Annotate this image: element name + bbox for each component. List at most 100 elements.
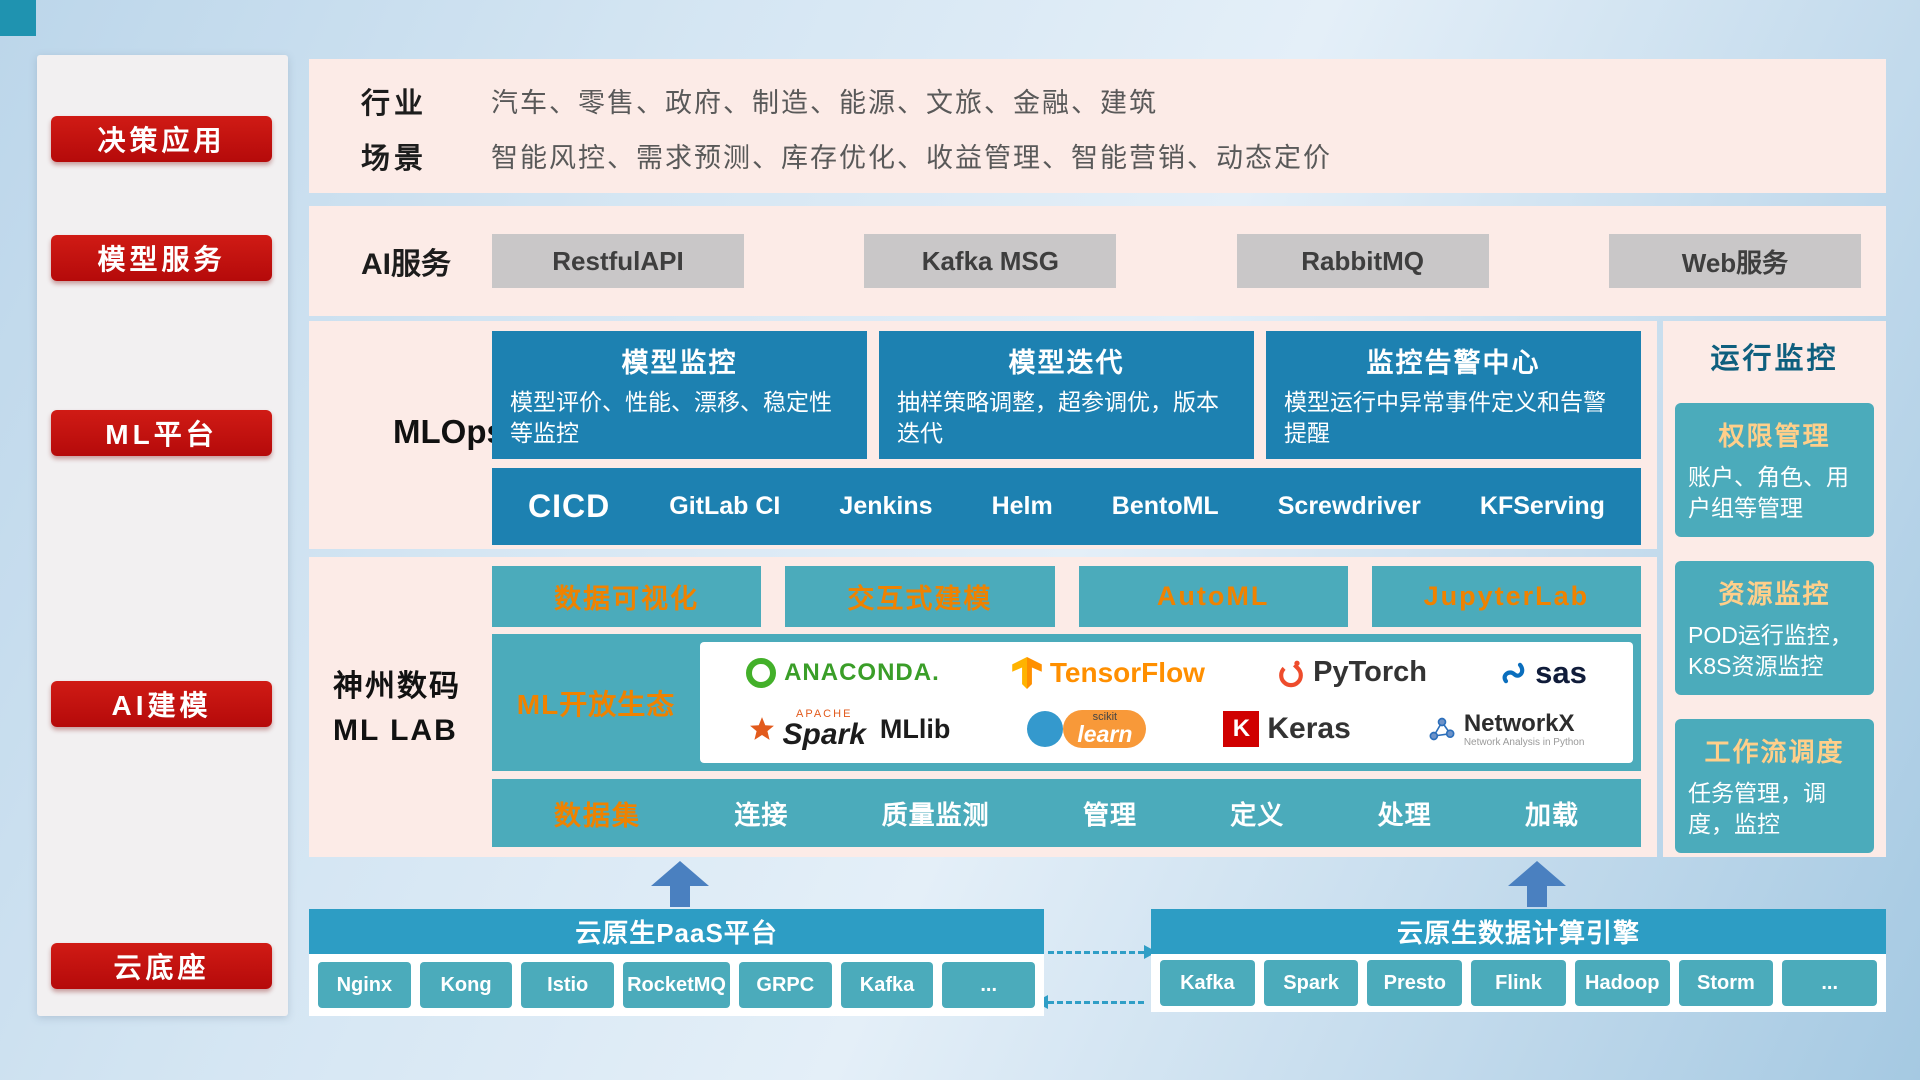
permission-management-title: 权限管理 (1718, 421, 1831, 451)
scenario-content: 智能风控、需求预测、库存优化、收益管理、智能营销、动态定价 (491, 143, 1332, 173)
up-arrow-right (1508, 861, 1566, 907)
permission-management-card: 权限管理 账户、角色、用户组等管理 (1675, 403, 1874, 538)
mlops-label: MLOps (393, 413, 505, 450)
keras-text: Keras (1267, 712, 1351, 746)
keras-icon: K (1223, 711, 1260, 748)
spark-icon (749, 717, 774, 741)
anaconda-text: ANACONDA. (784, 658, 940, 686)
pytorch-logo: PyTorch (1277, 656, 1427, 689)
sas-icon (1502, 662, 1525, 683)
cicd-label: CICD (528, 488, 611, 524)
industry-content: 汽车、零售、政府、制造、能源、文旅、金融、建筑 (491, 88, 1158, 118)
scenario-line: 场景 智能风控、需求预测、库存优化、收益管理、智能营销、动态定价 (361, 135, 1886, 177)
mlops-panel: MLOps 模型监控 模型评价、性能、漂移、稳定性等监控 模型迭代 抽样策略调整… (309, 321, 1657, 549)
logo-row-1: ANACONDA. TensorFlow PyTorch sas (710, 655, 1623, 691)
apache-text: APACHE (795, 708, 853, 721)
nginx-button: Nginx (318, 962, 411, 1008)
networkx-text-stack: NetworkX Network Analysis in Python (1463, 709, 1585, 748)
networkx-logo: NetworkX Network Analysis in Python (1428, 709, 1585, 748)
dashed-arrow-left (1035, 995, 1144, 1009)
sidebar-item-ai-modeling: AI建模 (51, 681, 272, 727)
kong-button: Kong (419, 962, 513, 1008)
pytorch-text: PyTorch (1313, 656, 1427, 689)
scikit-blob: scikit learn (1063, 710, 1147, 749)
model-monitoring-title: 模型监控 (621, 348, 738, 378)
data-visualization-button: 数据可视化 (492, 566, 762, 627)
model-monitoring-card: 模型监控 模型评价、性能、漂移、稳定性等监控 (492, 331, 867, 459)
industry-label: 行业 (361, 87, 428, 120)
alert-center-title: 监控告警中心 (1366, 348, 1541, 378)
engine-spark-button: Spark (1263, 960, 1359, 1006)
pytorch-icon (1279, 660, 1303, 687)
screwdriver-item: Screwdriver (1277, 492, 1421, 520)
kafka-msg-button: Kafka MSG (864, 234, 1117, 288)
dashed-arrow-right (1048, 945, 1157, 959)
anaconda-icon (746, 657, 777, 688)
kfserving-item: KFServing (1479, 492, 1605, 520)
scikit-small-text: scikit (1092, 711, 1118, 724)
sidebar-item-cloud-base: 云底座 (51, 943, 272, 989)
workflow-scheduling-desc: 任务管理，调度，监控 (1688, 780, 1826, 838)
dataset-bar: 数据集 连接 质量监测 管理 定义 处理 加载 (492, 779, 1641, 847)
rabbitmq-button: RabbitMQ (1236, 234, 1489, 288)
mllab-label-line2: ML LAB (333, 713, 458, 747)
rocketmq-button: RocketMQ (623, 962, 730, 1008)
dataset-quality: 质量监测 (881, 799, 990, 830)
tensorflow-text: TensorFlow (1049, 656, 1205, 688)
data-engine-header: 云原生数据计算引擎 (1151, 909, 1886, 954)
ai-service-label: AI服务 (361, 248, 451, 281)
alert-center-desc: 模型运行中异常事件定义和告警提醒 (1284, 389, 1606, 447)
alert-center-card: 监控告警中心 模型运行中异常事件定义和告警提醒 (1266, 331, 1641, 459)
scenario-label: 场景 (361, 142, 428, 175)
workflow-scheduling-card: 工作流调度 任务管理，调度，监控 (1675, 719, 1874, 854)
sidebar-rail (37, 55, 288, 1016)
industry-scenario-panel: 行业 汽车、零售、政府、制造、能源、文旅、金融、建筑 场景 智能风控、需求预测、… (309, 59, 1886, 193)
permission-management-desc: 账户、角色、用户组等管理 (1688, 464, 1849, 522)
dataset-load: 加载 (1524, 799, 1579, 830)
engine-presto-button: Presto (1367, 960, 1463, 1006)
sas-text: sas (1535, 654, 1587, 690)
networkx-subtitle: Network Analysis in Python (1463, 736, 1585, 748)
gitlab-ci-item: GitLab CI (669, 492, 781, 520)
sidebar-item-decision-apps: 决策应用 (51, 116, 272, 162)
mllab-label: 神州数码 ML LAB (333, 665, 488, 752)
networkx-text: NetworkX (1463, 709, 1575, 737)
runtime-monitoring-panel: 运行监控 权限管理 账户、角色、用户组等管理 资源监控 POD运行监控，K8S资… (1663, 321, 1886, 857)
dataset-manage: 管理 (1082, 799, 1137, 830)
dataset-connect: 连接 (734, 799, 789, 830)
cicd-bar: CICD GitLab CI Jenkins Helm BentoML Scre… (492, 468, 1641, 545)
jupyterlab-button: JupyterLab (1371, 566, 1641, 627)
mllab-panel: 神州数码 ML LAB 数据可视化 交互式建模 AutoML JupyterLa… (309, 557, 1657, 857)
tensorflow-logo: TensorFlow (1012, 656, 1205, 689)
tensorflow-icon (1012, 656, 1042, 689)
industry-line: 行业 汽车、零售、政府、制造、能源、文旅、金融、建筑 (361, 80, 1886, 122)
ml-ecosystem-label: ML开放生态 (516, 688, 676, 720)
scikit-learn-logo: scikit learn (1027, 710, 1147, 749)
runtime-monitoring-title: 运行监控 (1710, 343, 1839, 375)
sidebar-item-model-services: 模型服务 (51, 235, 272, 281)
ml-ecosystem-band: ML开放生态 ANACONDA. TensorFlow PyTorch sas (492, 634, 1641, 771)
mllib-text: MLlib (879, 713, 951, 744)
paas-platform-header: 云原生PaaS平台 (309, 909, 1044, 954)
scikit-circle-icon (1027, 711, 1064, 748)
paas-more-button: ... (942, 962, 1036, 1008)
jenkins-item: Jenkins (839, 492, 933, 520)
sidebar-item-ml-platform: ML平台 (51, 410, 272, 456)
restfulapi-button: RestfulAPI (492, 234, 744, 288)
dataset-label: 数据集 (554, 800, 641, 831)
sas-logo: sas (1499, 655, 1587, 691)
interactive-modeling-button: 交互式建模 (785, 566, 1055, 627)
mlops-cards: 模型监控 模型评价、性能、漂移、稳定性等监控 模型迭代 抽样策略调整，超参调优，… (492, 331, 1641, 459)
networkx-icon (1429, 717, 1455, 741)
resource-monitoring-desc: POD运行监控，K8S资源监控 (1688, 622, 1853, 680)
bentoml-item: BentoML (1111, 492, 1219, 520)
engine-more-button: ... (1782, 960, 1878, 1006)
resource-monitoring-card: 资源监控 POD运行监控，K8S资源监控 (1675, 561, 1874, 696)
ai-service-buttons: RestfulAPI Kafka MSG RabbitMQ Web服务 (492, 234, 1861, 288)
resource-monitoring-title: 资源监控 (1718, 579, 1831, 610)
corner-accent (0, 0, 36, 36)
workflow-scheduling-title: 工作流调度 (1704, 737, 1845, 768)
spark-text: Spark (782, 718, 866, 752)
grpc-button: GRPC (738, 962, 832, 1008)
kafka-button: Kafka (840, 962, 934, 1008)
